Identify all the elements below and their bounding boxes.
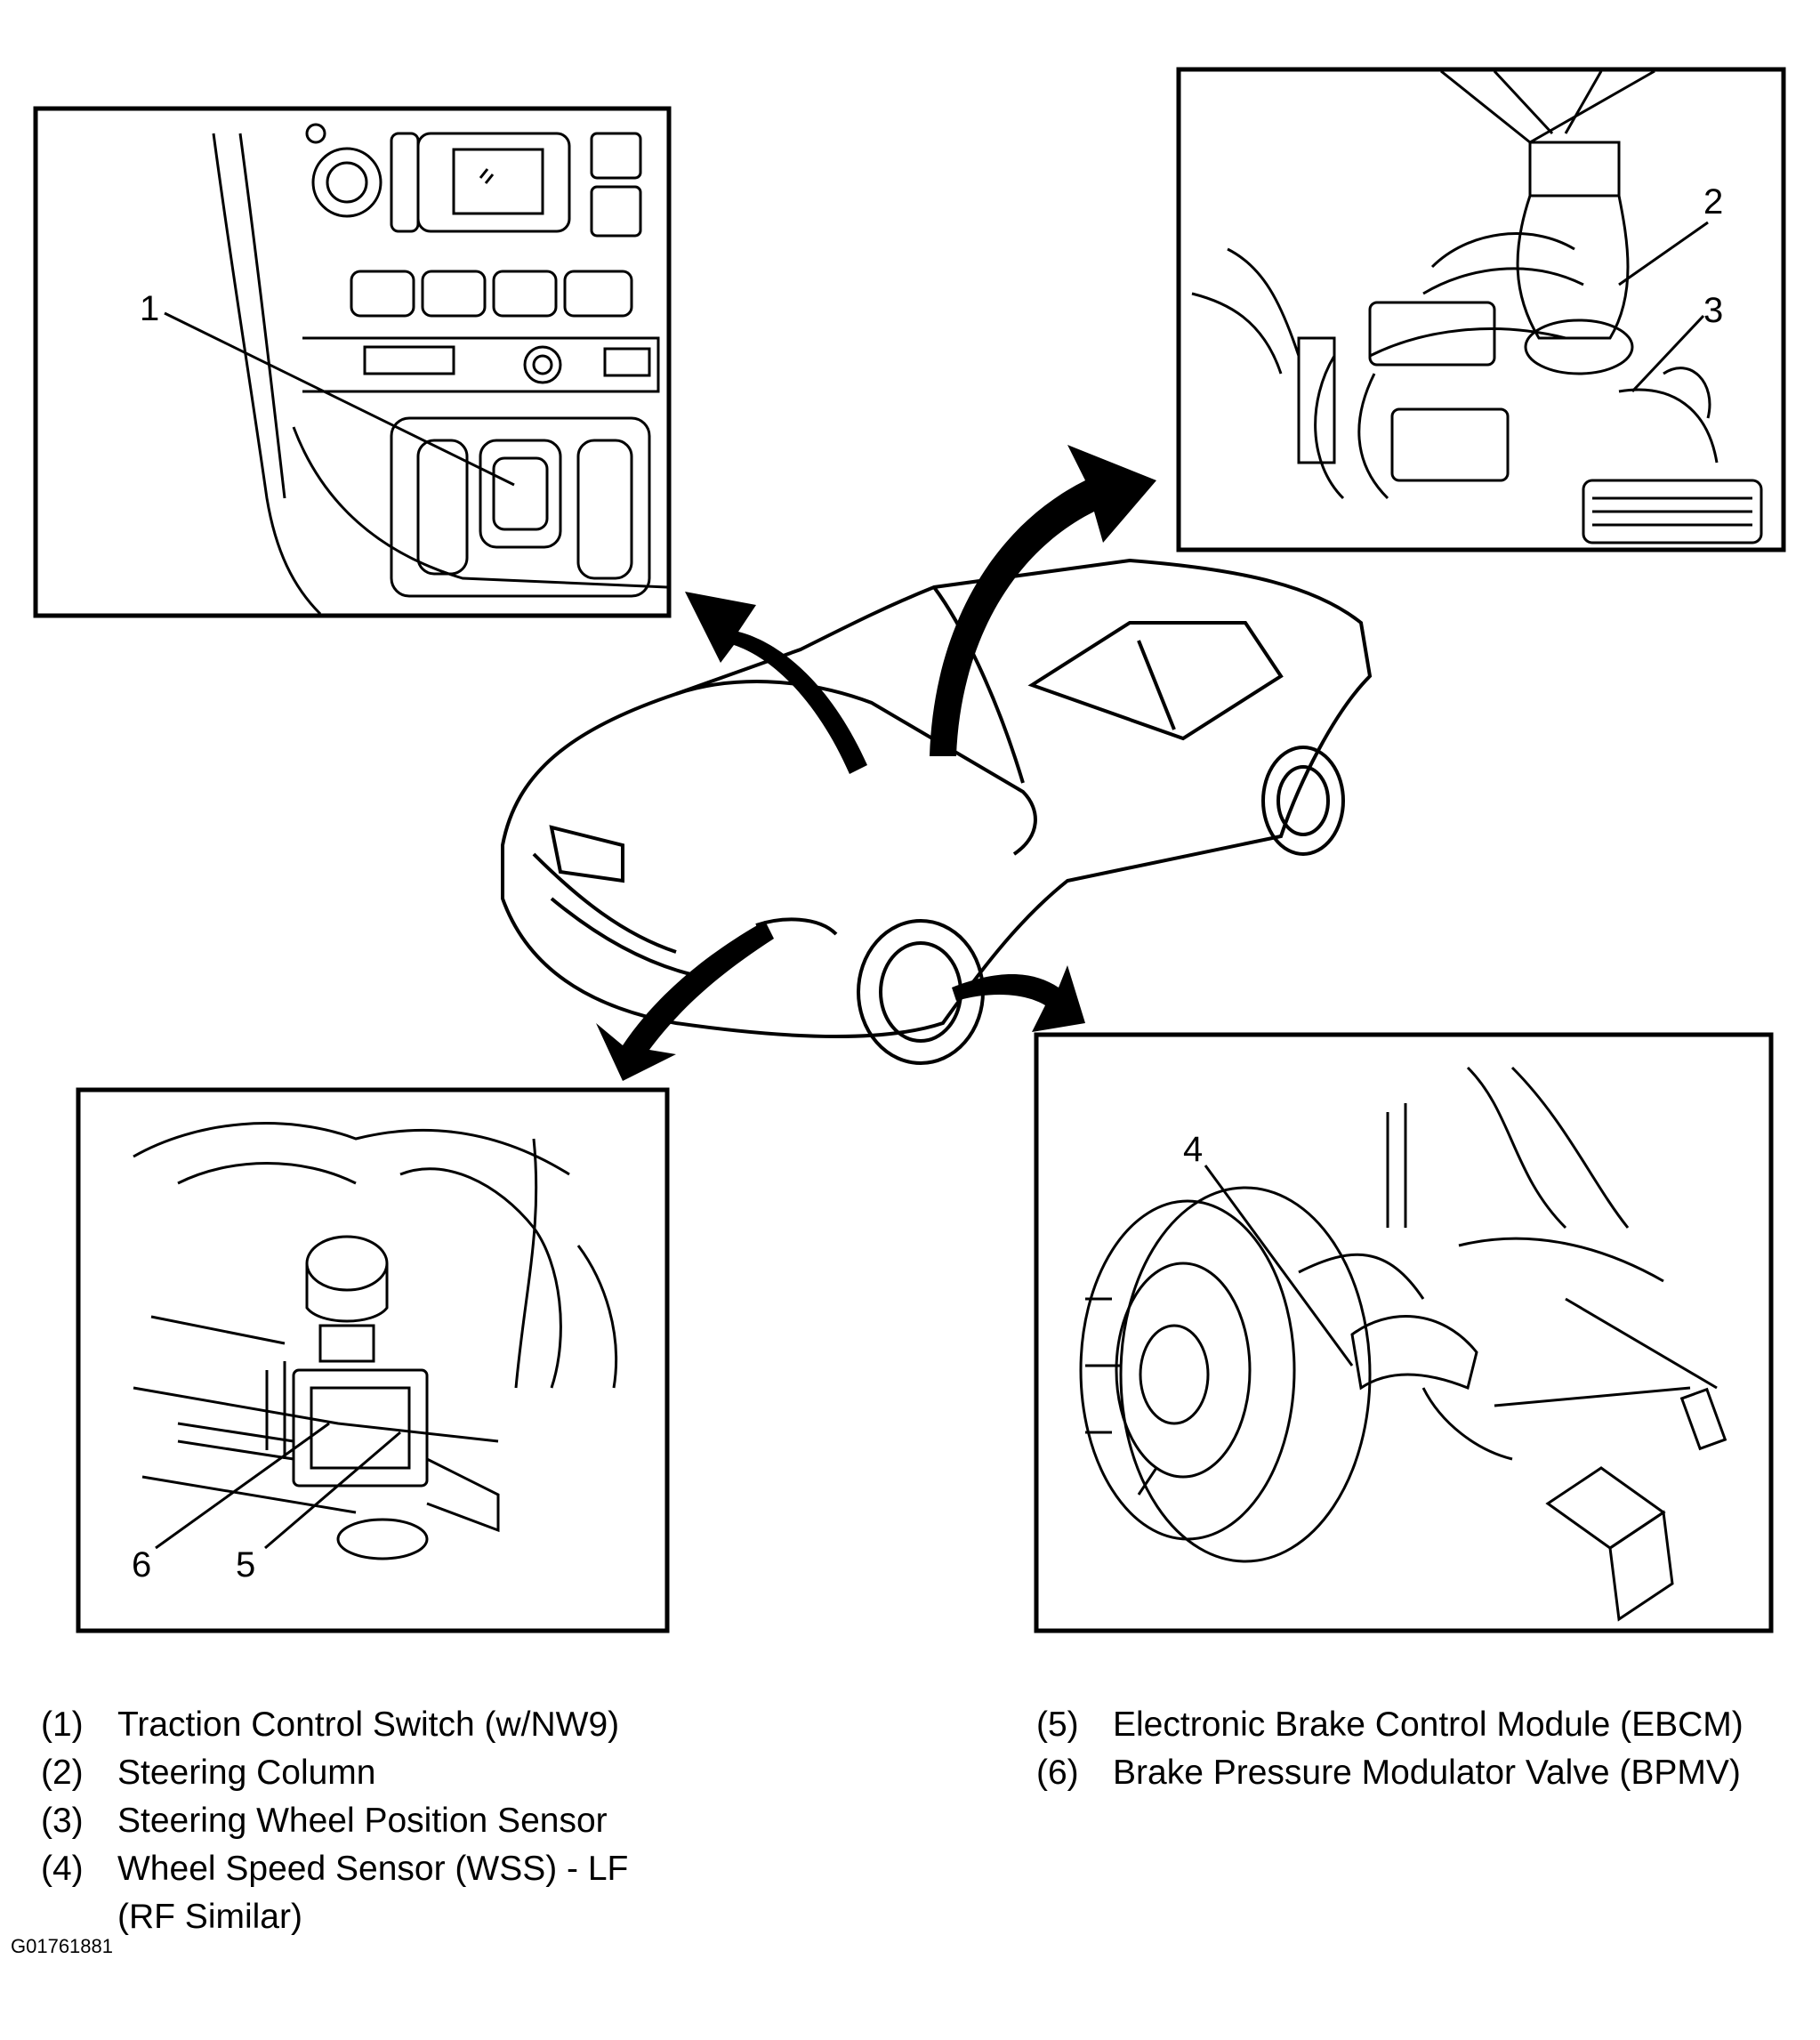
callout-1: 1	[140, 289, 159, 328]
legend-number: (4)	[41, 1850, 84, 1888]
legend-text: Traction Control Switch (w/NW9)	[117, 1705, 620, 1744]
callout-6: 6	[132, 1545, 151, 1584]
legend-item: (5) Electronic Brake Control Module (EBC…	[1036, 1701, 1743, 1749]
locator-arrows	[596, 445, 1156, 1081]
legend-text: Steering Column	[117, 1754, 376, 1792]
legend-number: (1)	[41, 1705, 84, 1744]
legend-text: Brake Pressure Modulator Valve (BPMV)	[1113, 1754, 1741, 1792]
legend-item: (6) Brake Pressure Modulator Valve (BPMV…	[1036, 1749, 1743, 1797]
panel-wheel-speed-sensor: 4	[1034, 1032, 1774, 1633]
vehicle-illustration	[501, 558, 1373, 1065]
legend-number: (3)	[41, 1802, 84, 1840]
legend-text-continuation: (RF Similar)	[117, 1898, 302, 1936]
legend-number: (6)	[1036, 1754, 1079, 1792]
panel-traction-control-switch: 1	[33, 106, 672, 618]
legend-number: (5)	[1036, 1705, 1079, 1744]
callout-3: 3	[1703, 291, 1723, 330]
legend-item: (4) Wheel Speed Sensor (WSS) - LF	[41, 1845, 628, 1893]
legend-item: (3) Steering Wheel Position Sensor	[41, 1797, 628, 1845]
panel-steering-column: 2 3	[1176, 67, 1786, 552]
legend-text: Steering Wheel Position Sensor	[117, 1802, 608, 1840]
figure-id: G01761881	[11, 1935, 113, 1957]
legend-item: (2) Steering Column	[41, 1749, 628, 1797]
legend-text: Wheel Speed Sensor (WSS) - LF	[117, 1850, 629, 1888]
panel-ebcm-bpmv: 6 5	[76, 1087, 670, 1633]
callout-5: 5	[236, 1545, 255, 1584]
legend-right: (5) Electronic Brake Control Module (EBC…	[1036, 1701, 1743, 1797]
callout-4: 4	[1183, 1130, 1203, 1169]
legend-number: (2)	[41, 1754, 84, 1792]
callout-2: 2	[1703, 182, 1723, 222]
legend-item: (1) Traction Control Switch (w/NW9)	[41, 1701, 628, 1749]
legend-left: (1) Traction Control Switch (w/NW9) (2) …	[41, 1701, 628, 1941]
legend-text: Electronic Brake Control Module (EBCM)	[1113, 1705, 1743, 1744]
